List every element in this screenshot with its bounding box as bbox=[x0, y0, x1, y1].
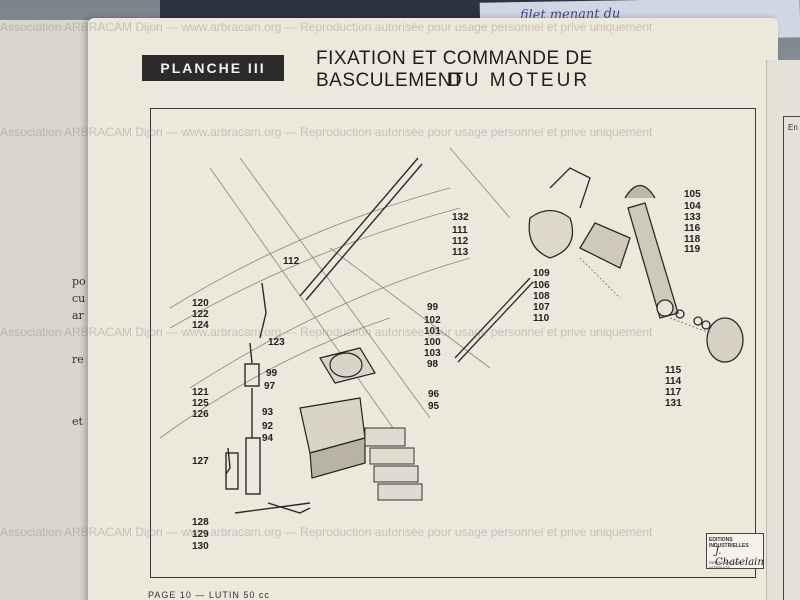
part-label-96: 96 bbox=[428, 389, 440, 400]
part-label-111: 111 bbox=[452, 225, 468, 236]
part-label-108: 108 bbox=[533, 291, 550, 302]
part-label-133: 133 bbox=[684, 212, 701, 223]
part-label-110: 110 bbox=[533, 313, 550, 324]
part-label-125: 125 bbox=[192, 398, 209, 409]
part-label-120: 120 bbox=[192, 298, 209, 309]
part-label-109: 109 bbox=[533, 268, 550, 279]
part-label-107: 107 bbox=[533, 302, 550, 313]
part-label-129: 129 bbox=[192, 529, 209, 540]
part-label-122: 122 bbox=[192, 309, 209, 320]
left-page-fragment: po bbox=[72, 275, 86, 288]
part-label-132: 132 bbox=[452, 212, 469, 223]
part-label-121: 121 bbox=[192, 387, 209, 398]
part-label-116: 116 bbox=[684, 223, 701, 234]
part-label-131: 131 bbox=[665, 398, 682, 409]
part-label-117: 117 bbox=[665, 387, 682, 398]
page-title-line1: FIXATION ET COMMANDE DE BASCULEMENT bbox=[316, 48, 593, 91]
page-title-line2: DU MOTEUR bbox=[448, 70, 591, 91]
part-label-97: 97 bbox=[264, 381, 276, 392]
plate-label: PLANCHE III bbox=[142, 55, 284, 81]
part-label-112: 112 bbox=[452, 236, 469, 247]
part-label-112: 112 bbox=[283, 256, 300, 267]
part-label-119: 119 bbox=[684, 244, 701, 255]
part-label-93: 93 bbox=[262, 407, 274, 418]
part-label-99: 99 bbox=[427, 302, 439, 313]
left-page-fragment: et bbox=[72, 415, 83, 428]
stamp-line2: J. Chatelain bbox=[715, 546, 764, 568]
part-label-101: 101 bbox=[424, 326, 441, 337]
part-label-128: 128 bbox=[192, 517, 209, 528]
part-label-104: 104 bbox=[684, 201, 701, 212]
left-book-page: po cu ar re et bbox=[0, 20, 96, 600]
part-label-94: 94 bbox=[262, 433, 274, 444]
diagram-frame bbox=[150, 108, 756, 578]
part-label-115: 115 bbox=[665, 365, 682, 376]
part-label-127: 127 bbox=[192, 456, 209, 467]
left-page-fragment: ar bbox=[72, 309, 84, 322]
part-label-99: 99 bbox=[266, 368, 278, 379]
left-page-fragment: re bbox=[72, 353, 84, 366]
part-label-126: 126 bbox=[192, 409, 209, 420]
part-label-95: 95 bbox=[428, 401, 440, 412]
right-book-page: En bbox=[766, 60, 800, 600]
left-page-fragment: cu bbox=[72, 292, 86, 305]
part-label-103: 103 bbox=[424, 348, 441, 359]
part-label-123: 123 bbox=[268, 337, 285, 348]
part-label-118: 118 bbox=[684, 234, 701, 245]
stamp-line1: EDITIONS INDUSTRIELLES bbox=[709, 537, 749, 549]
part-label-106: 106 bbox=[533, 280, 550, 291]
part-label-105: 105 bbox=[684, 189, 701, 200]
part-label-124: 124 bbox=[192, 320, 209, 331]
right-page-fragment: En bbox=[788, 123, 798, 132]
part-label-130: 130 bbox=[192, 541, 209, 552]
part-label-98: 98 bbox=[427, 359, 439, 370]
stamp-line3: REPRODUCTION INTERDITE bbox=[709, 560, 742, 570]
page-footer: PAGE 10 — LUTIN 50 cc bbox=[148, 590, 270, 600]
part-label-100: 100 bbox=[424, 337, 441, 348]
part-label-92: 92 bbox=[262, 421, 274, 432]
part-label-113: 113 bbox=[452, 247, 469, 258]
part-label-114: 114 bbox=[665, 376, 682, 387]
part-label-102: 102 bbox=[424, 315, 441, 326]
exploded-view-diagram bbox=[159, 147, 744, 514]
publisher-stamp: EDITIONS INDUSTRIELLES J. Chatelain REPR… bbox=[706, 533, 764, 570]
right-page-frame: En bbox=[783, 116, 800, 600]
